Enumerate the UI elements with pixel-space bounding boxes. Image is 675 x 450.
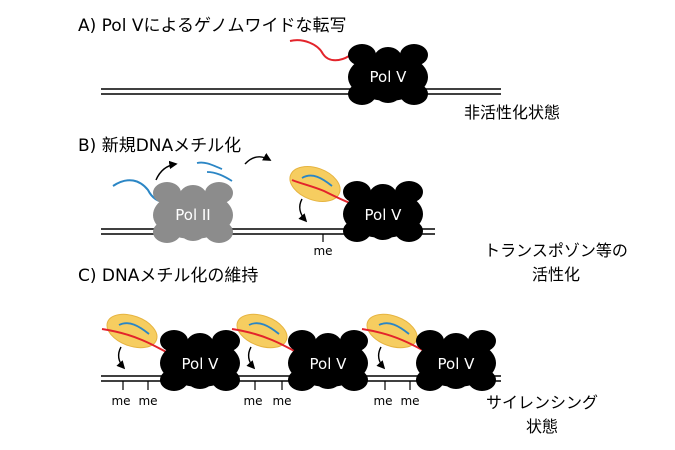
section-b-state-label-line2: 活性化 — [531, 265, 580, 284]
section-c-unit-1-methyl-label-2: me — [138, 394, 157, 408]
section-a-dna — [101, 88, 501, 95]
section-b-state-label-line1: トランスポゾン等の — [484, 241, 628, 260]
section-c-unit-2 — [231, 313, 368, 391]
section-c-unit-3-pol-v-label: Pol V — [438, 355, 476, 373]
section-a-title: A) Pol Vによるゲノムワイドな転写 — [78, 16, 347, 36]
section-b-arrow-1 — [155, 160, 178, 181]
section-c-state-label-line1: サイレンシング — [485, 393, 598, 412]
section-c-unit-3 — [361, 313, 496, 391]
section-b-methyl-label: me — [313, 244, 332, 258]
section-c-unit-1-pol-v-label: Pol V — [182, 355, 220, 373]
section-c-state-label-line2: 状態 — [525, 417, 558, 436]
section-b-arrow-2 — [244, 153, 272, 165]
section-c-unit-2-methyl-label-1: me — [243, 394, 262, 408]
section-b-pol-v-transcript — [291, 179, 351, 204]
section-c-title: C) DNAメチル化の維持 — [78, 266, 259, 286]
section-c-unit-2-methyl-label-2: me — [272, 394, 291, 408]
section-b-sirna-in-complex — [301, 174, 333, 187]
section-c-unit-1 — [101, 313, 240, 391]
section-a-rna-transcript — [289, 39, 350, 62]
section-a-state-label: 非活性化状態 — [464, 103, 561, 122]
section-b-pol-ii-label: Pol II — [175, 206, 210, 224]
section-b-ago-complex — [289, 166, 341, 202]
section-c-unit-2-pol-v-label: Pol V — [310, 355, 348, 373]
section-c-unit-3-methyl-label-2: me — [400, 394, 419, 408]
section-b-sirna-duplex — [196, 161, 233, 182]
section-b-arrow-down — [298, 198, 308, 223]
section-c-unit-1-methyl-label-1: me — [111, 394, 130, 408]
section-c-unit-3-methyl-label-1: me — [373, 394, 392, 408]
section-b-title: B) 新規DNAメチル化 — [78, 136, 242, 156]
section-b-pol-v-label: Pol V — [365, 206, 403, 224]
section-a-pol-v-label: Pol V — [370, 68, 408, 86]
